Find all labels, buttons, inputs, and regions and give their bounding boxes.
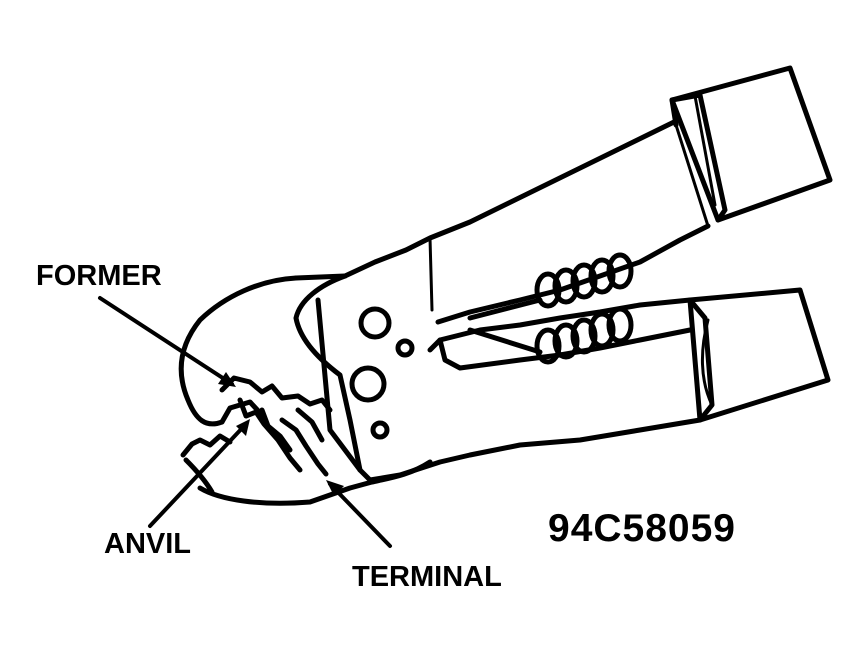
lower-handle-grip (687, 287, 831, 423)
lower-handle (367, 297, 703, 483)
anvil-label: ANVIL (104, 528, 191, 560)
plier-head (178, 273, 433, 506)
former-arrowhead-icon (218, 372, 236, 387)
crimping-jaws (219, 375, 333, 477)
callout-arrows (98, 296, 392, 548)
terminal-arrow (328, 482, 392, 548)
terminal-label: TERMINAL (352, 561, 502, 593)
former-label: FORMER (36, 260, 162, 292)
figure-code: 94C58059 (548, 507, 736, 550)
former-arrow (98, 296, 234, 386)
upper-handle (342, 97, 711, 325)
spring-coil (467, 252, 634, 365)
upper-handle-grip (669, 65, 833, 223)
anvil-arrow (148, 422, 248, 528)
anvil-arrowhead-icon (236, 419, 250, 436)
terminal-arrowhead-icon (326, 480, 344, 496)
pivot-holes (349, 306, 415, 440)
